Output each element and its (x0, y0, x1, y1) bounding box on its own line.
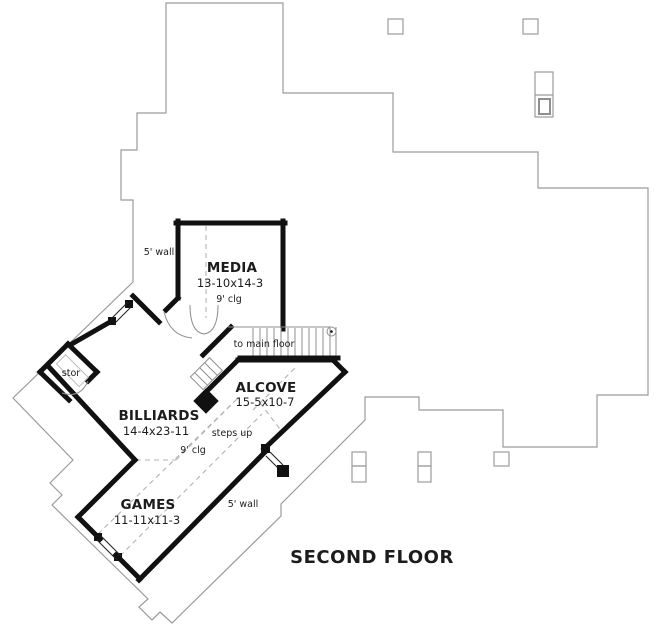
storage-shelf (55, 354, 89, 388)
storage-room-label: stor (62, 368, 80, 379)
games-room-dimensions: 11-11x11-3 (114, 513, 180, 527)
alcove-corner-post (193, 388, 219, 414)
steps-up-note: steps up (212, 428, 253, 439)
billiards-ceiling-note: 9' clg (180, 445, 206, 456)
alcove-room-label: ALCOVE (236, 380, 297, 396)
billiards-room-dimensions: 14-4x23-11 (123, 424, 189, 438)
games-room-label: GAMES (121, 497, 176, 513)
main-staircase (199, 323, 341, 361)
media-ceiling-note: 9' clg (216, 294, 242, 305)
handrail-curl-center (330, 330, 333, 333)
to-main-floor-note: to main floor (234, 339, 295, 350)
wall-height-note-bottom: 5' wall (228, 499, 259, 510)
wall-height-note-top: 5' wall (144, 247, 175, 258)
storage-room-walls (36, 340, 101, 404)
roof-vent-box (387, 18, 404, 35)
ceiling-break-lines (97, 226, 296, 557)
media-double-door (189, 304, 219, 335)
chimney (534, 71, 554, 118)
handrail-curl (326, 326, 337, 337)
games-window (94, 533, 122, 561)
billiards-room-label: BILLIARDS (118, 408, 199, 424)
roof-footprint-outline (12, 2, 649, 624)
floor-title: SECOND FLOOR (290, 547, 454, 568)
roof-dormer-boxes (351, 451, 510, 483)
media-room-label: MEDIA (207, 260, 258, 276)
roof-vent-box (522, 18, 539, 35)
steps-up-flight (189, 357, 223, 391)
storage-door-arc (61, 380, 89, 395)
alcove-room-dimensions: 15-5x10-7 (235, 395, 294, 409)
media-room-walls (129, 218, 288, 332)
billiards-left-wall (44, 362, 139, 464)
media-room-dimensions: 13-10x14-3 (197, 276, 263, 290)
hall-door-arc (163, 311, 193, 339)
billiards-outer-wall (66, 318, 114, 349)
